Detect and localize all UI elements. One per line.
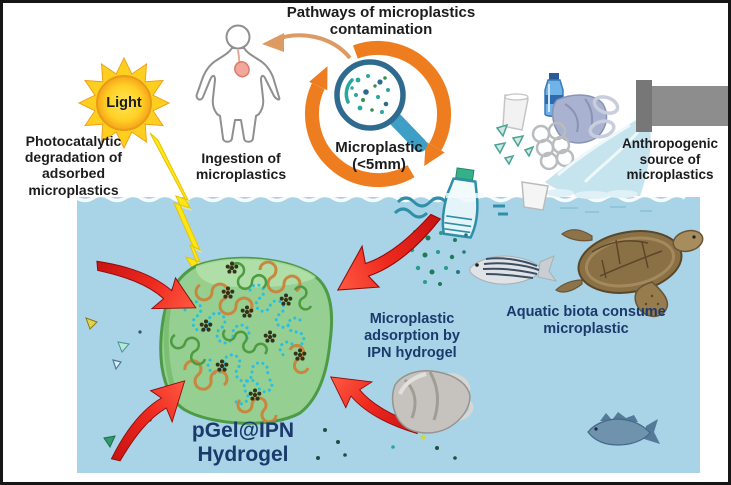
human-figure-icon [195, 24, 281, 143]
anthropogenic-label: Anthropogenic source of microplastics [622, 136, 718, 183]
diagram-title: Pathways of microplastics contamination [286, 4, 476, 39]
sewage-pipe-icon [545, 80, 731, 199]
ingestion-label: Ingestion of microplastics [195, 150, 287, 183]
sun-icon [77, 56, 171, 150]
hydrogel-cube-icon [159, 256, 334, 425]
floating-bottle-icon [393, 167, 549, 239]
zebrafish-icon [469, 255, 558, 285]
aquatic-biota-label: Aquatic biota consume microplastic [506, 304, 666, 337]
plastic-shards-icon [493, 123, 535, 166]
six-pack-rings-icon [531, 121, 575, 171]
photocatalytic-label: Photocatalytic degradation of adsorbed m… [24, 133, 123, 198]
hydrogel-label: pGel@IPN Hydrogel [191, 419, 295, 466]
face-mask-icon [391, 370, 474, 434]
microplastic-size-label: Microplastic (<5mm) [335, 139, 423, 174]
fish-icon [587, 412, 660, 446]
light-label: Light [106, 95, 142, 111]
contamination-cycle-arrow-icon [262, 33, 452, 188]
plastic-waste-icon [493, 73, 620, 171]
sea-turtle-icon [555, 229, 704, 318]
magnifier-icon [334, 59, 427, 152]
adsorption-label: Microplastic adsorption by IPN hydrogel [364, 311, 460, 361]
